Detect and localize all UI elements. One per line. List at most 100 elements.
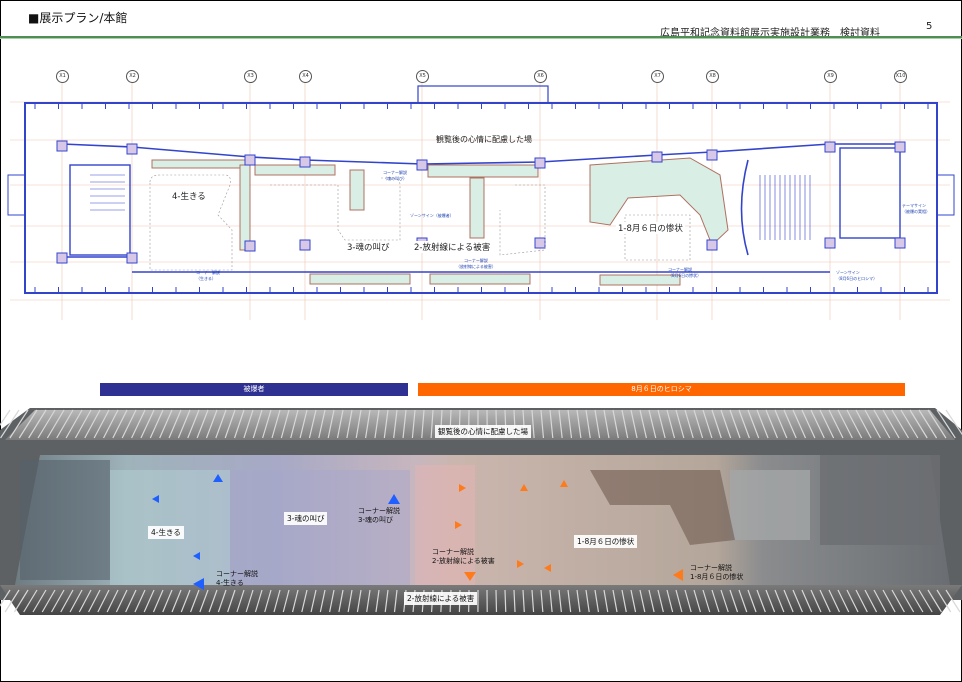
- render-rooms-right: [820, 455, 940, 545]
- render-fin: [513, 589, 516, 613]
- render-fin: [112, 409, 128, 439]
- render-fin: [338, 589, 344, 613]
- plan-label-zone2: 2-放射線による被害: [412, 241, 493, 253]
- render-fin: [576, 409, 582, 439]
- render-fin: [383, 409, 389, 439]
- render-fin: [585, 409, 591, 439]
- render-fin: [74, 409, 92, 439]
- render-fin: [675, 589, 683, 613]
- render-fin: [301, 589, 308, 613]
- render-fin: [747, 409, 760, 439]
- render-fin: [97, 589, 110, 613]
- render-fin: [693, 409, 704, 439]
- render-fin: [648, 409, 657, 439]
- sign-marker-icon: [459, 484, 466, 492]
- sign-marker-icon: [520, 484, 528, 491]
- render-label-zone2: 2-放射線による被害: [404, 592, 478, 605]
- render-fin: [837, 409, 853, 439]
- render-fin: [567, 409, 573, 439]
- render-fin: [355, 409, 362, 439]
- render-fin: [819, 589, 831, 613]
- render-fin: [41, 589, 56, 613]
- render-fin: [187, 409, 200, 439]
- axis-marker-x8: X8: [706, 70, 719, 83]
- render-fin: [65, 409, 83, 439]
- render-fin: [46, 409, 65, 439]
- render-fin: [639, 409, 647, 439]
- render-fin: [245, 589, 254, 613]
- render-fin: [666, 409, 676, 439]
- plan-zone-sign-victims: ゾーンサイン（被爆者）: [410, 213, 454, 218]
- render-fin: [393, 589, 398, 613]
- band-victims: 被爆者: [100, 383, 408, 396]
- render-fins: [0, 409, 962, 613]
- plan-column: [244, 154, 256, 166]
- render-fin: [747, 589, 757, 613]
- render-fin: [102, 409, 119, 439]
- render-fin: [93, 409, 110, 439]
- plan-label-zone4: 4-生きる: [170, 190, 208, 202]
- render-fin: [756, 409, 769, 439]
- render-fin: [531, 409, 535, 439]
- render-fin: [262, 409, 272, 439]
- render-fin: [675, 409, 685, 439]
- render-fin: [936, 589, 952, 613]
- render-fin: [196, 409, 209, 439]
- render-fin: [393, 409, 398, 439]
- render-fin: [765, 409, 778, 439]
- render-label-zone3: 3-魂の叫び: [284, 512, 328, 525]
- rendering-3d: [0, 408, 962, 615]
- render-fin: [657, 589, 664, 613]
- render-fin: [927, 589, 942, 613]
- render-fin: [282, 589, 290, 613]
- render-fin: [630, 409, 638, 439]
- render-corner-sign-zone3: コーナー解説 3-魂の叫び: [358, 507, 400, 524]
- sign-marker-icon: [673, 569, 683, 581]
- render-fin: [585, 589, 590, 613]
- page-number: 5: [926, 21, 933, 32]
- render-fin: [227, 589, 236, 613]
- axis-marker-x5: X5: [416, 70, 429, 83]
- render-label-after-viewing-area: 観覧後の心情に配慮した場: [435, 425, 531, 438]
- render-fin: [50, 589, 65, 613]
- render-fin: [684, 589, 692, 613]
- render-fin: [900, 409, 919, 439]
- plan-corner-sign-zone1: コーナー解説 （8月6日の惨状）: [668, 267, 702, 278]
- render-fin: [152, 589, 164, 613]
- render-fin: [236, 589, 245, 613]
- render-stair-left: [20, 460, 110, 580]
- render-fin: [594, 409, 601, 439]
- axis-marker-x3: X3: [244, 70, 257, 83]
- render-fin: [684, 409, 694, 439]
- plan-corner-sign-zone3: コーナー解説 （魂の叫び）: [383, 170, 407, 181]
- plan-column: [56, 140, 68, 152]
- plan-column: [126, 143, 138, 155]
- plan-label-zone1: 1-8月６日の惨状: [616, 222, 685, 234]
- render-zone2-tint: [415, 465, 475, 585]
- plan-column: [299, 156, 311, 168]
- plan-column: [651, 151, 663, 163]
- render-fin: [299, 409, 308, 439]
- render-fin: [522, 589, 525, 613]
- render-fin: [233, 409, 245, 439]
- plan-inner-walls: [61, 143, 901, 273]
- render-fin: [318, 409, 326, 439]
- render-fin: [215, 409, 227, 439]
- render-fin: [4, 589, 20, 613]
- render-fin: [384, 589, 389, 613]
- render-fin: [125, 589, 137, 613]
- plan-circulation: [149, 174, 691, 271]
- render-fin: [430, 409, 434, 439]
- render-fin: [918, 409, 938, 439]
- render-fin: [131, 409, 146, 439]
- render-fin: [106, 589, 119, 613]
- render-fin: [846, 409, 863, 439]
- render-fin: [171, 589, 182, 613]
- render-fin: [329, 589, 335, 613]
- render-fin: [855, 589, 868, 613]
- render-fin: [738, 589, 748, 613]
- plan-column: [244, 240, 256, 252]
- render-fin: [810, 409, 825, 439]
- render-corner-sign-zone1: コーナー解説 1-8月６日の惨状: [690, 564, 744, 581]
